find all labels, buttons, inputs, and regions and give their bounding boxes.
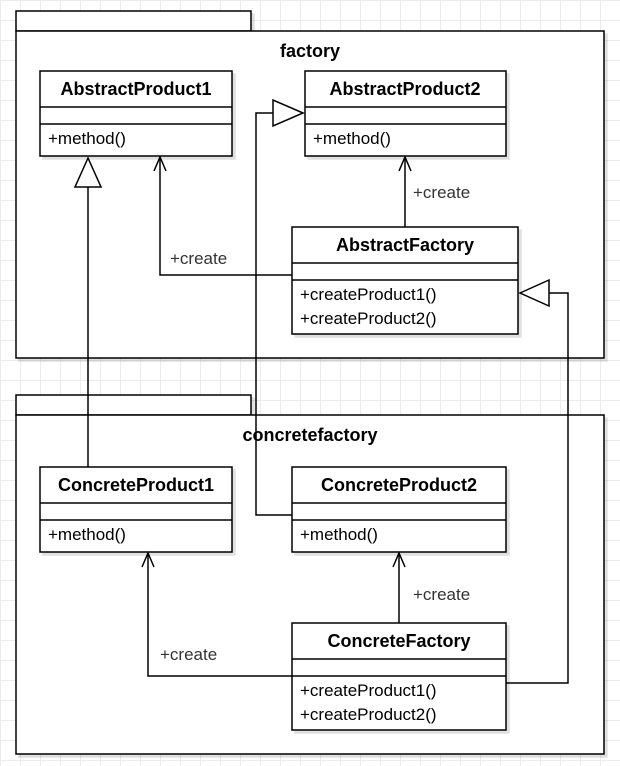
class-abstract-product1[interactable]: AbstractProduct1 +method() [39,70,233,157]
dependency-cf-cp2[interactable]: +create [392,551,470,623]
hollow-triangle-arrowhead-icon [518,278,550,308]
dependency-cf-cp1-label: +create [160,645,217,664]
dependency-af-ap2-label: +create [413,183,470,202]
dependency-af-ap1[interactable]: +create [153,155,292,276]
class-abstract-product2-name: AbstractProduct2 [329,79,480,99]
generalization-cf-af[interactable] [506,278,569,684]
hollow-triangle-arrowhead-icon [73,156,103,188]
class-concrete-factory-method-2: +createProduct2() [300,705,437,724]
generalization-cp1-ap1[interactable] [73,156,103,467]
class-abstract-product2-method: +method() [313,129,391,148]
class-concrete-product2-method: +method() [300,525,378,544]
package-concretefactory-title: concretefactory [242,425,377,445]
dependency-cf-cp2-label: +create [413,585,470,604]
class-abstract-product2[interactable]: AbstractProduct2 +method() [304,70,507,157]
generalization-line [506,292,569,684]
dependency-line [147,553,292,677]
hollow-triangle-arrowhead-icon [272,98,305,128]
class-concrete-product1-name: ConcreteProduct1 [58,475,214,495]
dependency-line [159,157,292,276]
dependency-cf-cp1[interactable]: +create [141,551,292,677]
class-abstract-factory-method-1: +createProduct1() [300,285,437,304]
class-concrete-product2-name: ConcreteProduct2 [321,475,477,495]
package-factory-title: factory [280,41,340,61]
class-concrete-product1[interactable]: ConcreteProduct1 +method() [39,466,233,553]
class-abstract-product1-method: +method() [48,129,126,148]
class-abstract-product1-box [39,70,233,157]
dependency-af-ap2[interactable]: +create [398,155,470,227]
class-concrete-factory-name: ConcreteFactory [327,631,470,651]
class-abstract-product1-name: AbstractProduct1 [60,79,211,99]
class-abstract-factory-name: AbstractFactory [336,235,474,255]
class-abstract-product2-box [304,70,507,157]
dependency-af-ap1-label: +create [170,249,227,268]
class-concrete-product1-method: +method() [48,525,126,544]
class-abstract-factory[interactable]: AbstractFactory +createProduct1() +creat… [291,226,519,335]
class-concrete-factory[interactable]: ConcreteFactory +createProduct1() +creat… [291,622,507,731]
open-arrowhead-icon [153,155,167,172]
class-concrete-product1-box [39,466,233,553]
class-concrete-product2[interactable]: ConcreteProduct2 +method() [291,466,507,553]
open-arrowhead-icon [392,551,406,568]
package-concretefactory-tab [15,394,252,416]
generalization-line [255,112,292,516]
class-abstract-factory-method-2: +createProduct2() [300,309,437,328]
generalization-cp2-ap2[interactable] [255,98,305,516]
class-concrete-factory-method-1: +createProduct1() [300,681,437,700]
open-arrowhead-icon [141,551,155,568]
class-concrete-product2-box [291,466,507,553]
open-arrowhead-icon [398,155,412,172]
package-factory-tab [15,10,252,32]
